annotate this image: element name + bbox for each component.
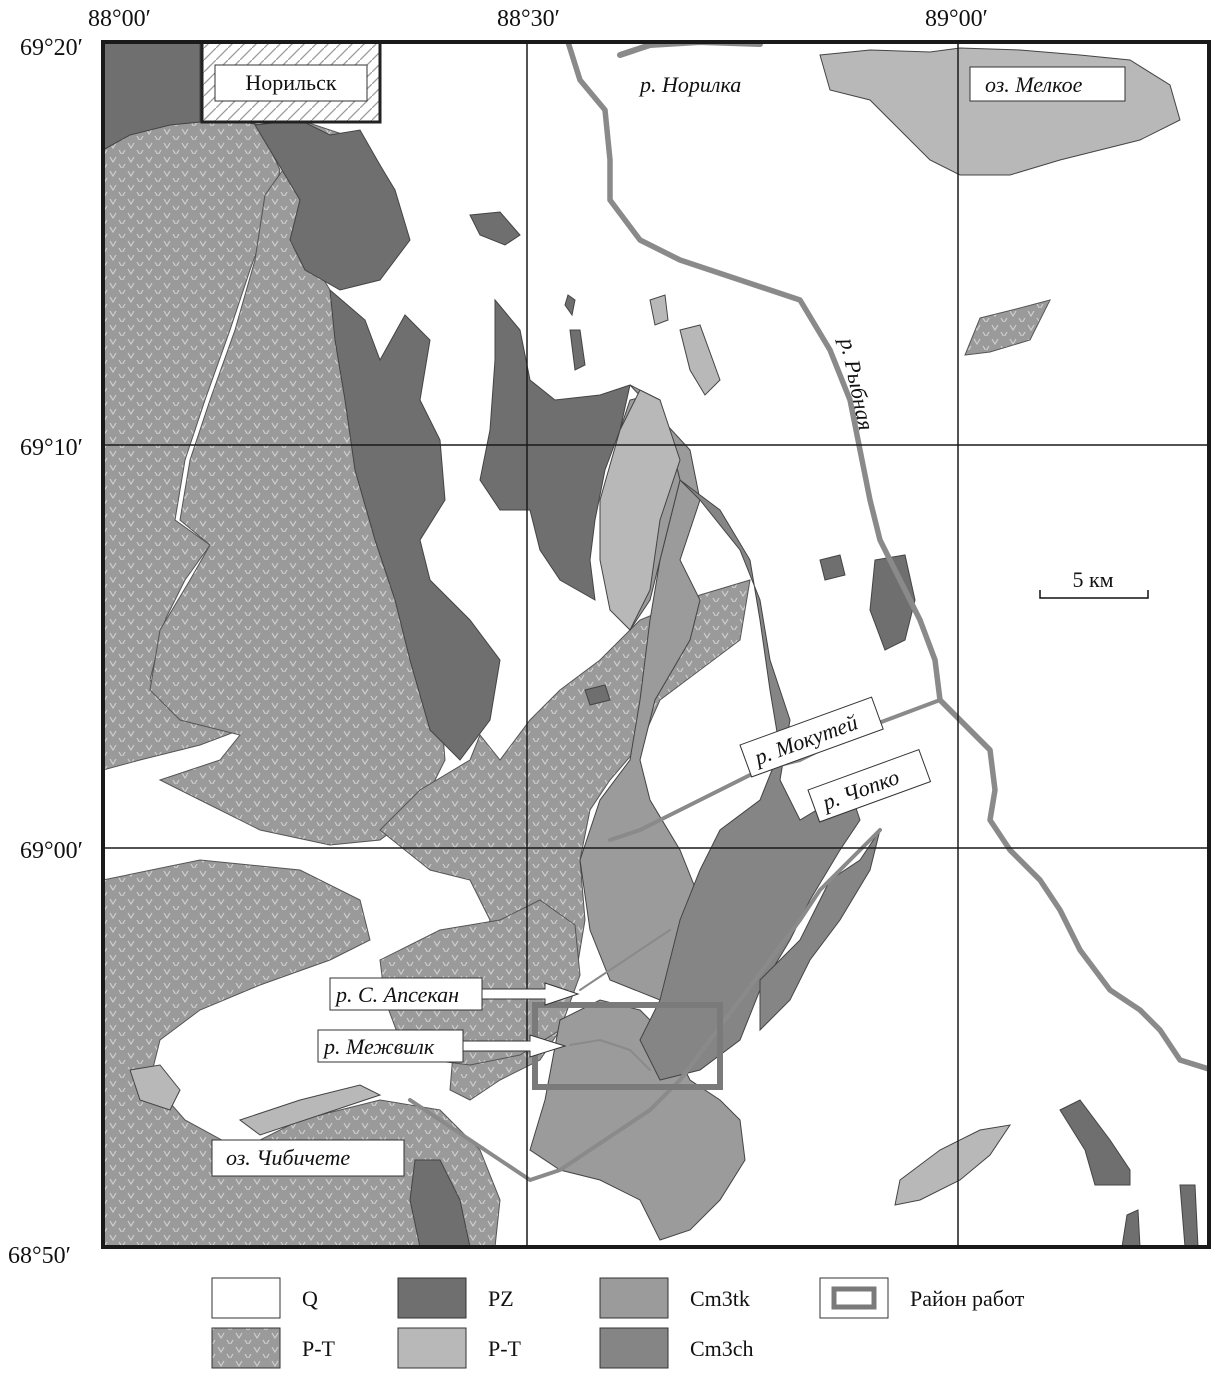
legend-swatch-cm3ch [599,1327,669,1369]
chopko-river [408,828,882,1182]
scale-bar: 5 км [1039,567,1149,599]
legend-swatch-cm3tk [599,1277,669,1319]
chibichete-label-box [211,1139,405,1177]
pt-light-southeast [894,1124,1012,1206]
chibichete-lake-label: оз. Чибичете [226,1145,350,1170]
melkoe-lake-label-box [969,66,1126,102]
coord-left-69-20: 69°20′ [20,35,83,61]
coord-top-88-30: 88°30′ [497,6,560,32]
coord-left-69-00: 69°00′ [20,838,83,864]
legend-swatch-pt-tuff [211,1327,281,1369]
norilsk-label-box [214,64,368,102]
mezhvilk-river-label: р. Межвилк [322,1034,435,1059]
norilka-river-label: р. Норилка [638,72,741,97]
coord-left-69-10: 69°10′ [20,435,83,461]
apsekan-river [579,929,671,991]
pz-islet-2 [569,329,586,371]
coord-top-89-00: 89°00′ [925,6,988,32]
legend-label-q: Q [302,1286,318,1311]
coord-top-88-00: 88°00′ [88,6,151,32]
norilsk-label: Норильск [245,70,336,95]
pz-north-ridge [254,119,411,291]
pt-light-southwest2 [238,1084,382,1136]
legend-label-cm3tk: Cm3tk [690,1286,750,1311]
coord-left-68-50: 68°50′ [8,1243,71,1269]
legend-label-pz: PZ [488,1286,514,1311]
legend-label-pt-light: P-T [488,1336,522,1361]
mezhvilk-river [569,1039,651,1071]
pt-light-island2 [649,294,669,326]
legend-swatch-pz [397,1277,467,1319]
pz-southeast-sliver2 [1121,1209,1141,1247]
pz-south-strip [409,1159,471,1247]
rybnaya-river [565,42,1209,1072]
pz-islet-4 [869,554,916,651]
legend-swatch-pt-light [397,1327,467,1369]
legend: Q PZ Cm3tk Район работ P-T P-T Cm3ch [211,1277,1025,1369]
legend-swatch-study-area [819,1277,889,1319]
melkoe-lake-label: оз. Мелкое [985,72,1083,97]
legend-swatch-q [211,1277,281,1319]
pt-tuff-northeast [964,299,1051,356]
pz-small-dot [584,684,611,706]
apsekan-label-box [329,977,483,1011]
legend-label-pt-tuff: P-T [302,1336,336,1361]
pz-small-patch [469,211,521,246]
legend-label-cm3ch: Cm3ch [690,1336,754,1361]
pt-light-north-strip [599,389,681,631]
pz-central [329,288,501,761]
legend-label-study-area: Район работ [910,1286,1025,1311]
pt-light-island1 [679,324,721,396]
pz-center-north [479,298,631,601]
cm3ch-southeast [759,829,881,1032]
apsekan-arrow [481,982,580,1006]
scale-label: 5 км [1072,567,1113,592]
pz-islet-1 [564,294,576,317]
pz-southeast [1059,1099,1131,1186]
mezhvilk-arrow [462,1034,567,1058]
pt-light-southwest [129,1064,181,1111]
apsekan-river-label: р. С. Апсекан [334,982,459,1007]
map-frame [101,40,1211,1249]
pz-southeast-sliver [1179,1184,1199,1247]
pz-northwest [103,42,201,151]
pz-islet-3 [819,554,846,581]
